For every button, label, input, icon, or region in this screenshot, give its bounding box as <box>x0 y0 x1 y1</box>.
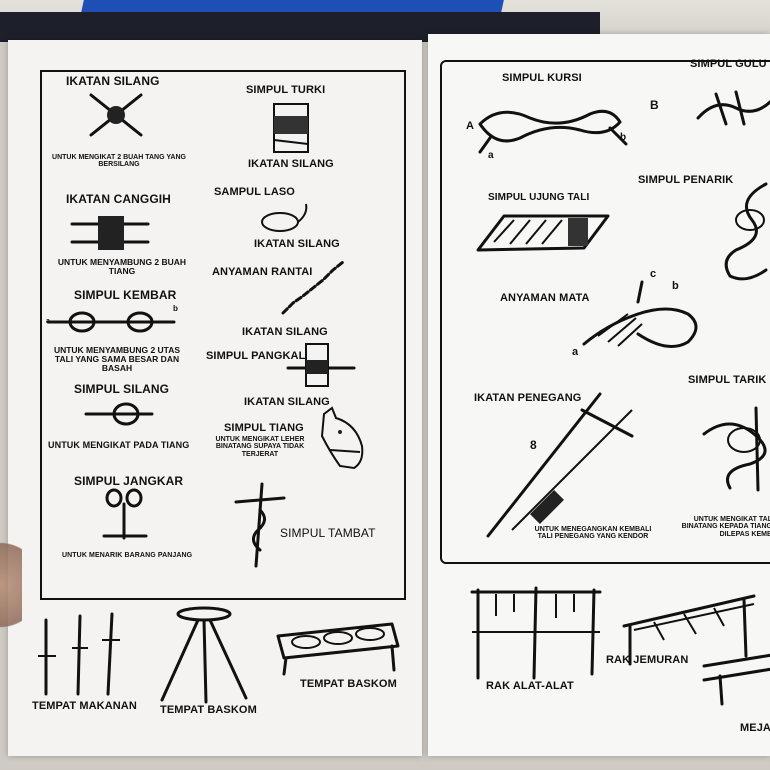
simpul-tarik-title: SIMPUL TARIK <box>688 374 766 386</box>
sampul-laso-title: SAMPUL LASO <box>214 186 295 198</box>
meja-drawing <box>700 646 770 706</box>
tempat-baskom-table-drawing <box>272 606 402 676</box>
simpul-kembar-drawing <box>46 304 176 340</box>
kursi-letter-b: b <box>620 132 626 143</box>
tempat-makanan-drawing <box>36 610 146 700</box>
simpul-tambat-drawing <box>230 480 290 570</box>
ikatan-silang-4: IKATAN SILANG <box>242 326 328 338</box>
simpul-ujung-tali-title: SIMPUL UJUNG TALI <box>488 192 589 203</box>
kursi-letter-A: A <box>466 120 474 132</box>
ikatan-canggih-drawing <box>70 210 150 256</box>
kembar-letter-b: b <box>173 304 178 313</box>
ikatan-silang-2: IKATAN SILANG <box>248 158 334 170</box>
penegang-number-8: 8 <box>530 438 537 452</box>
simpul-penarik-drawing <box>716 180 770 290</box>
simpul-kursi-drawing <box>470 94 630 154</box>
simpul-kursi-title: SIMPUL KURSI <box>502 72 582 84</box>
open-book: IKATAN SILANG UNTUK MENGIKAT 2 BUAH TANG… <box>0 34 770 770</box>
simpul-tiang-title: SIMPUL TIANG <box>224 422 304 434</box>
simpul-tarik-drawing <box>700 404 770 494</box>
tarik-caption: UNTUK MENGIKAT TAL BINATANG KEPADA TIANG… <box>672 516 770 538</box>
kembar-caption: UNTUK MENYAMBUNG 2 UTAS TALI YANG SAMA B… <box>44 346 190 373</box>
anyaman-mata-drawing <box>578 274 708 354</box>
simpul-silang-drawing <box>84 400 154 430</box>
simpul-jangkar-title: SIMPUL JANGKAR <box>74 474 183 488</box>
tempat-baskom-label-2: TEMPAT BASKOM <box>300 678 397 690</box>
horse-head-drawing <box>310 406 370 476</box>
rak-jemuran-label: RAK JEMURAN <box>606 654 688 666</box>
kembar-letter-a: a <box>46 318 50 325</box>
mata-letter-a: a <box>572 346 578 358</box>
ikatan-silang-3: IKATAN SILANG <box>254 238 340 250</box>
tempat-baskom-label-1: TEMPAT BASKOM <box>160 704 257 716</box>
simpul-ujung-tali-drawing <box>474 212 614 252</box>
simpul-jangkar-drawing <box>100 488 150 552</box>
anyaman-rantai-drawing <box>278 258 348 318</box>
tempat-makanan-label: TEMPAT MAKANAN <box>32 700 137 712</box>
simpul-silang-title: SIMPUL SILANG <box>74 382 169 396</box>
canggih-caption: UNTUK MENYAMBUNG 2 BUAH TIANG <box>52 258 192 276</box>
simpul-pangkal-drawing <box>288 340 358 390</box>
meja-label: MEJA <box>740 722 770 734</box>
left-page: IKATAN SILANG UNTUK MENGIKAT 2 BUAH TANG… <box>8 40 422 756</box>
penegang-caption: UNTUK MENEGANGKAN KEMBALI TALI PENEGANG … <box>528 526 658 541</box>
simpul-gulu-title: SIMPUL GULU <box>690 58 767 70</box>
anyaman-mata-title: ANYAMAN MATA <box>500 292 590 304</box>
mata-letter-c: c <box>650 268 656 280</box>
rak-alat-alat-label: RAK ALAT-ALAT <box>486 680 574 692</box>
ikatan-silang-drawing <box>86 90 146 140</box>
simpul-turki-drawing <box>266 100 316 156</box>
ikatan-penegang-drawing <box>482 390 632 540</box>
simpul-turki-title: SIMPUL TURKI <box>246 84 325 96</box>
silang-caption: UNTUK MENGIKAT PADA TIANG <box>48 440 189 450</box>
tiang-caption: UNTUK MENGIKAT LEHER BINATANG SUPAYA TID… <box>204 436 316 458</box>
kursi-letter-B: B <box>650 98 659 112</box>
ikatan-silang-caption: UNTUK MENGIKAT 2 BUAH TANG YANG BERSILAN… <box>44 154 194 169</box>
simpul-kembar-title: SIMPUL KEMBAR <box>74 288 176 302</box>
simpul-tambat-title: SIMPUL TAMBAT <box>280 526 376 540</box>
ikatan-silang-title: IKATAN SILANG <box>66 74 160 88</box>
tempat-baskom-tripod-drawing <box>158 606 248 706</box>
thumb <box>0 530 22 640</box>
ikatan-canggih-title: IKATAN CANGGIH <box>66 192 171 206</box>
mata-letter-b: b <box>672 280 679 292</box>
sampul-laso-drawing <box>258 200 318 240</box>
kursi-letter-a: a <box>488 150 494 161</box>
jangkar-caption: UNTUK MENARIK BARANG PANJANG <box>62 552 192 559</box>
right-page: SIMPUL KURSI A B a b SIMPUL GULU SIMPUL … <box>428 34 770 756</box>
simpul-gulu-drawing <box>696 88 770 128</box>
rak-alat-alat-drawing <box>466 582 606 682</box>
